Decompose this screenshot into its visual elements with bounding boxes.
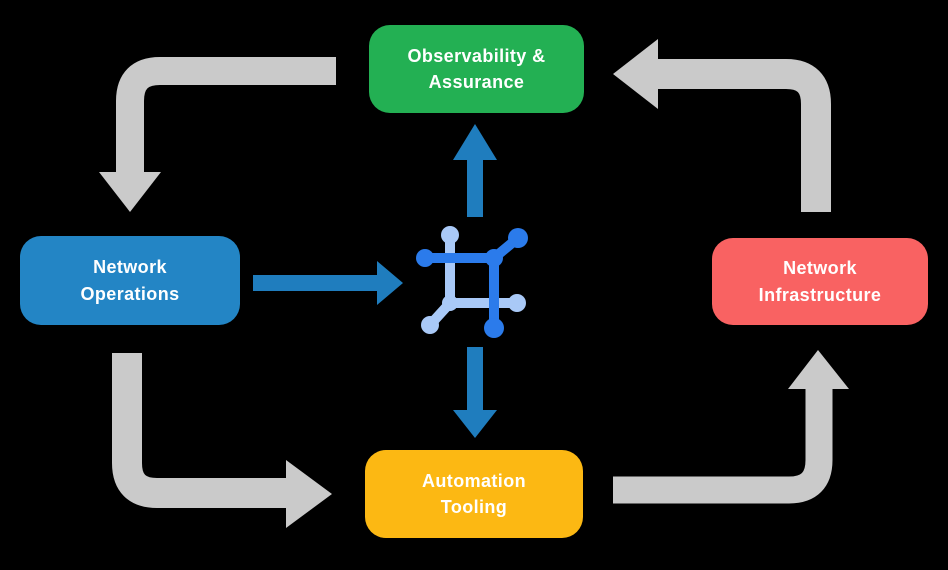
node-automation-label: Automation Tooling <box>422 470 526 517</box>
node-automation-tooling: Automation Tooling <box>365 450 583 538</box>
node-operations-label: Network Operations <box>80 257 180 304</box>
node-infrastructure-label: Network Infrastructure <box>758 258 882 305</box>
cycle-arrow-infrastructure-to-observability <box>613 39 831 212</box>
cycle-arrow-operations-to-automation <box>112 353 332 528</box>
network-mesh-icon <box>416 226 528 338</box>
node-observability-assurance: Observability & Assurance <box>369 25 584 113</box>
node-observability-label: Observability & Assurance <box>407 45 546 92</box>
icon-node <box>441 226 459 244</box>
hub-arrow-icon-to-observability <box>453 124 497 217</box>
icon-junction <box>442 295 458 311</box>
network-mesh-icon-light-layer <box>421 226 526 334</box>
node-network-operations: Network Operations <box>20 236 240 325</box>
icon-junction <box>485 249 503 267</box>
network-mesh-icon-dark-layer <box>416 228 528 338</box>
icon-node <box>484 318 504 338</box>
node-network-infrastructure: Network Infrastructure <box>712 238 928 325</box>
hub-arrow-icon-to-automation <box>453 347 497 438</box>
cycle-arrow-automation-to-infrastructure <box>613 350 849 504</box>
icon-node <box>421 316 439 334</box>
icon-node <box>508 228 528 248</box>
icon-node <box>416 249 434 267</box>
cycle-arrow-observability-to-operations <box>99 57 336 212</box>
hub-arrow-operations-to-icon <box>253 261 403 305</box>
icon-node <box>508 294 526 312</box>
